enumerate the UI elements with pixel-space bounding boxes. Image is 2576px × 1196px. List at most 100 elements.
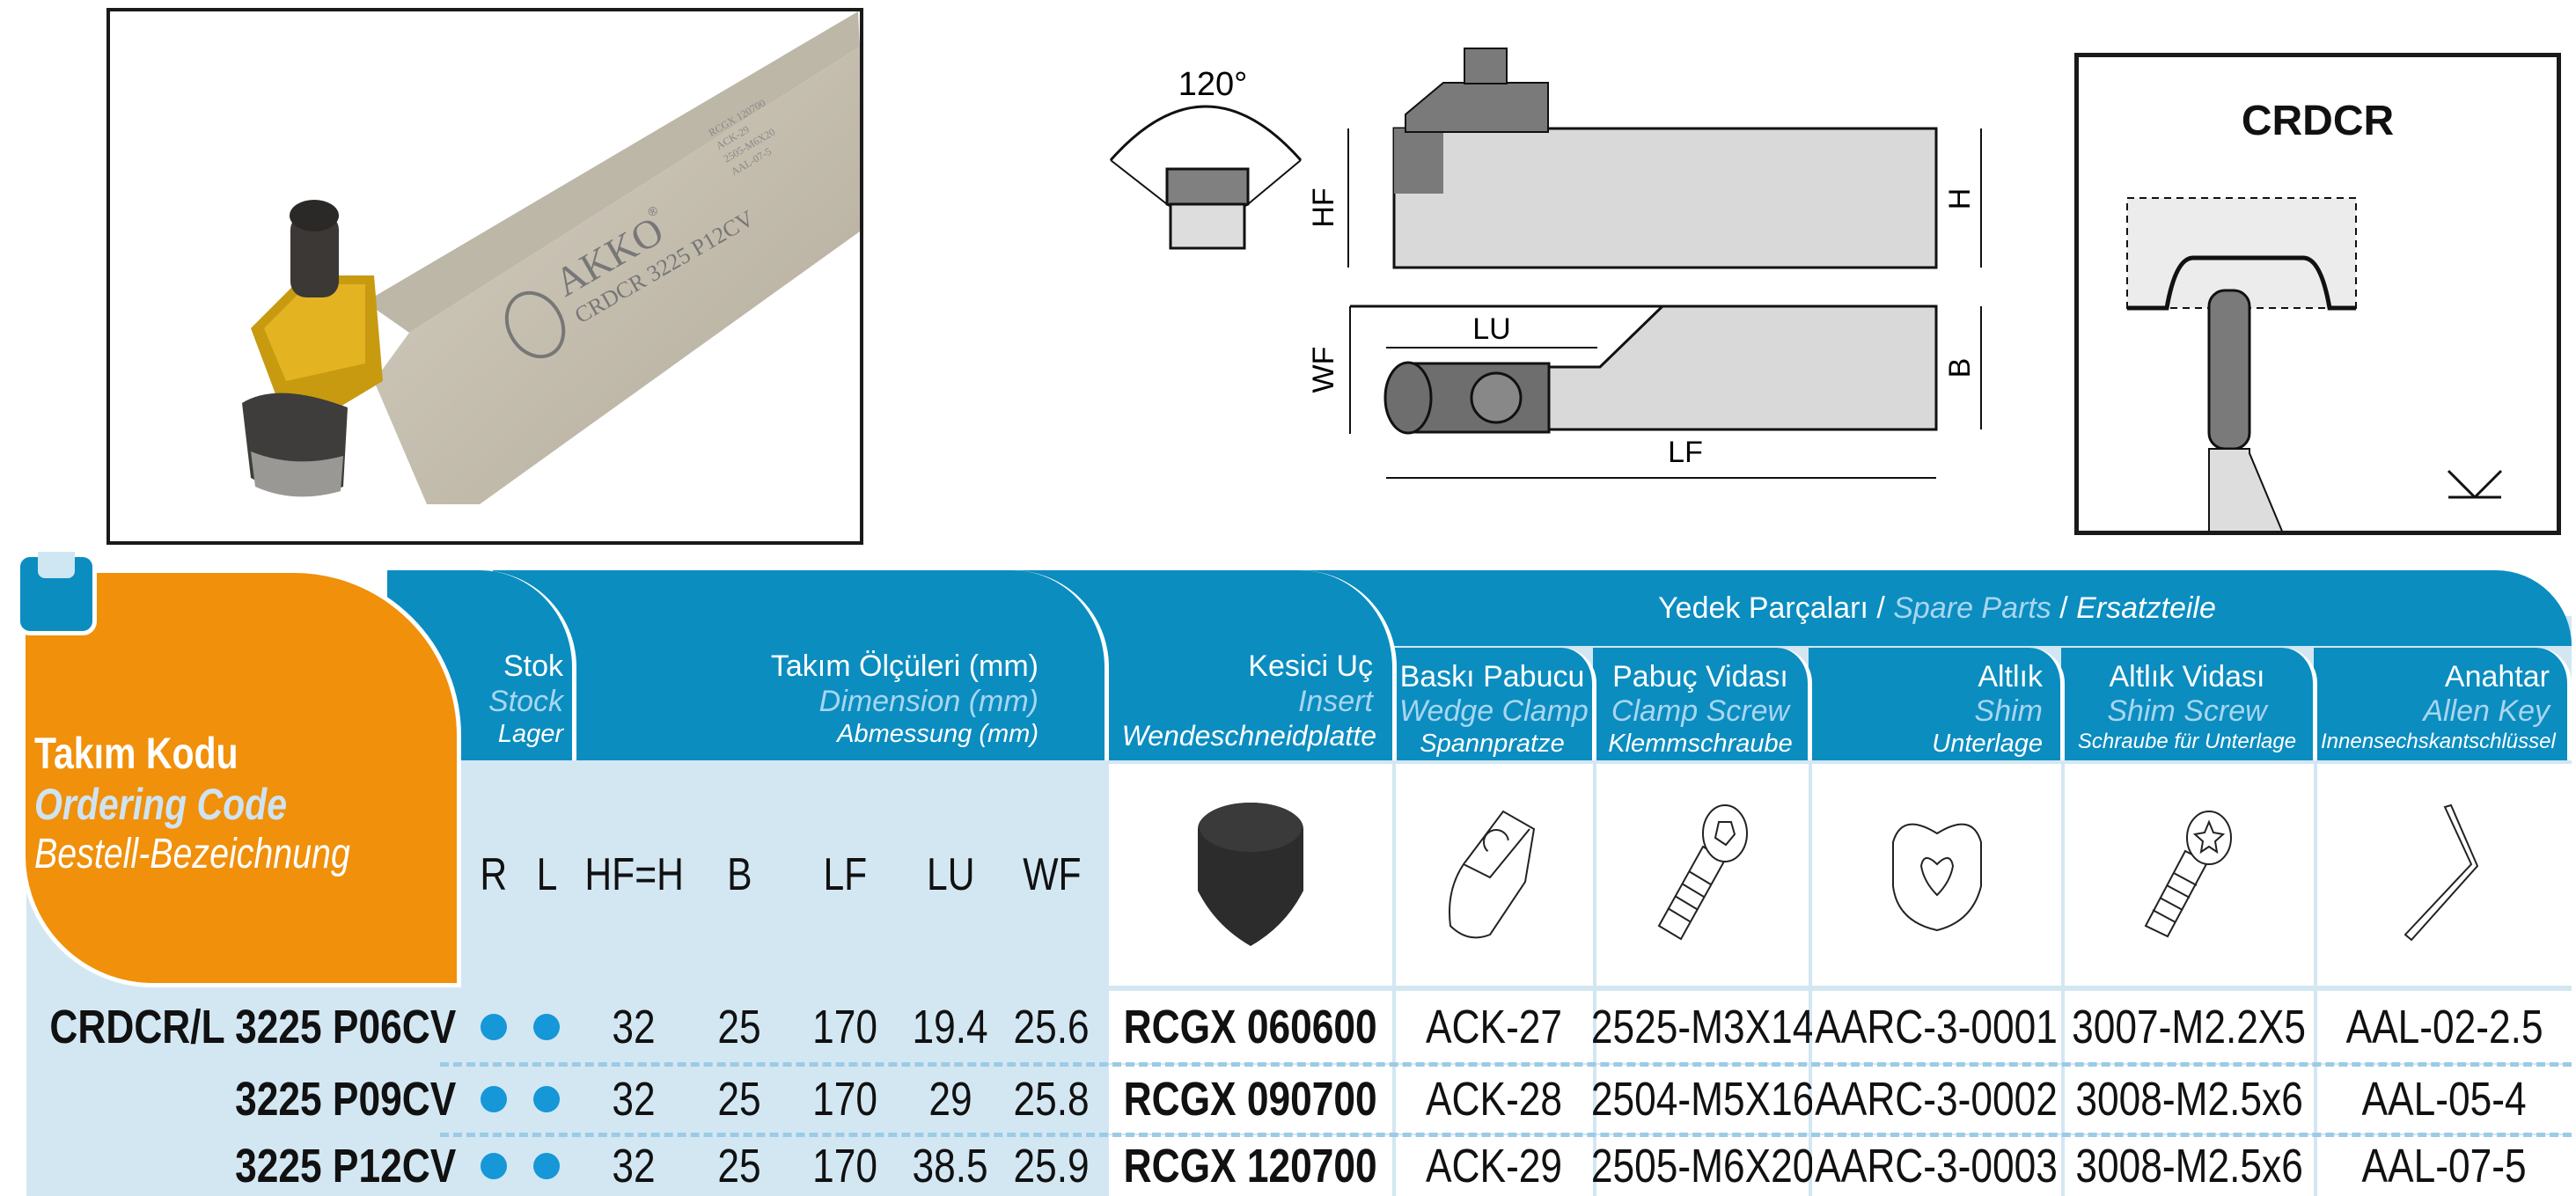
insert-value: RCGX 060600	[1109, 991, 1392, 1063]
header-de: Innensechskantschlüssel	[2321, 730, 2556, 753]
column-label: HF=H	[584, 849, 684, 900]
hf_h-text: 32	[612, 1073, 657, 1126]
wedge-text: ACK-29	[1426, 1139, 1563, 1192]
insert-value: RCGX 120700	[1109, 1135, 1392, 1196]
svg-text:LF: LF	[1668, 436, 1703, 469]
clamp_screw-value: 2505-M6X20	[1591, 1135, 1814, 1196]
wf-value: 25.8	[999, 1065, 1105, 1134]
spare-parts-header: Yedek Parçaları / Spare Parts / Ersatzte…	[1303, 570, 2572, 646]
shim_screw-text: 3008-M2.5x6	[2075, 1073, 2303, 1126]
header-tr: Altlık Vidası	[2109, 660, 2265, 693]
in-stock-dot	[481, 1014, 507, 1040]
column-label: LU	[926, 849, 975, 900]
shim_screw-value: 3008-M2.5x6	[2065, 1065, 2314, 1134]
type-title: CRDCR	[2241, 98, 2395, 144]
svg-text:WF: WF	[1307, 347, 1340, 393]
ordering-de: Bestell-Bezeichnung	[34, 831, 350, 877]
shim-icon	[1884, 811, 1990, 939]
shim-text: AARC-3-0001	[1815, 1001, 2059, 1053]
b-text: 25	[717, 1001, 762, 1053]
allen-value: AAL-05-4	[2317, 1065, 2572, 1134]
lu-text: 19.4	[912, 1001, 989, 1053]
b-text: 25	[717, 1073, 762, 1126]
insert-text: RCGX 060600	[1124, 1001, 1377, 1053]
shim-text: AARC-3-0002	[1815, 1073, 2059, 1126]
clamp_screw-value: 2525-M3X14	[1591, 991, 1814, 1063]
lu-value: 19.4	[906, 991, 995, 1063]
clamp_screw-text: 2525-M3X14	[1590, 1001, 1815, 1053]
b-text: 25	[717, 1139, 762, 1192]
row-separator	[440, 1062, 2572, 1067]
lu-text: 38.5	[912, 1139, 989, 1192]
shim_screw-value: 3008-M2.5x6	[2065, 1135, 2314, 1196]
shim-value: AARC-3-0003	[1812, 1135, 2061, 1196]
ordering-code: 3225 P12CV	[35, 1135, 456, 1196]
column-header-lf: LF	[788, 764, 902, 986]
in-stock-dot	[533, 1014, 560, 1040]
hf_h-text: 32	[612, 1139, 657, 1192]
wf-value: 25.6	[999, 991, 1105, 1063]
shim-value: AARC-3-0001	[1812, 991, 2061, 1063]
column-header-lu: LU	[906, 764, 995, 986]
wedge-image	[1396, 764, 1593, 986]
wedge-text: ACK-28	[1426, 1073, 1563, 1126]
hf_h-text: 32	[612, 1001, 657, 1053]
shim-image	[1812, 764, 2061, 986]
tool-holder-image: AKKO ® CRDCR 3225 P12CV RCGX 120700 ACK-…	[242, 11, 860, 504]
hf_h-value: 32	[576, 991, 692, 1063]
insert-text: RCGX 120700	[1124, 1139, 1377, 1192]
ordering-code: CRDCR/L 3225 P06CV	[35, 991, 456, 1063]
hf_h-value: 32	[576, 1065, 692, 1134]
column-header-r: R	[471, 764, 517, 986]
allen-value: AAL-02-2.5	[2317, 991, 2572, 1063]
column-label: WF	[1022, 849, 1082, 900]
column-label: R	[480, 849, 508, 900]
shim-value: AARC-3-0002	[1812, 1065, 2061, 1134]
ordering-en: Ordering Code	[34, 780, 288, 829]
column-header-wf: WF	[999, 764, 1105, 986]
side-view: HF H	[1307, 48, 1982, 269]
header-tr: Anahtar	[2444, 660, 2550, 693]
clamp_screw-icon	[1650, 803, 1756, 948]
wedge-value: ACK-28	[1396, 1065, 1593, 1134]
b-value: 25	[696, 1065, 783, 1134]
lu-value: 38.5	[906, 1135, 995, 1196]
column-header-l: L	[521, 764, 572, 986]
lu-text: 29	[928, 1073, 972, 1126]
shim_screw-text: 3008-M2.5x6	[2075, 1139, 2303, 1192]
wedge-text: ACK-27	[1426, 1001, 1563, 1053]
section-tab-icon	[16, 552, 97, 635]
clamp_screw-value: 2504-M5X16	[1591, 1065, 1814, 1134]
dimension-drawing: 120° HF H LU WF B LF	[1109, 48, 1982, 479]
stock-l-indicator	[521, 1065, 572, 1134]
insert-icon	[1189, 798, 1312, 952]
shim_screw-icon	[2137, 803, 2242, 948]
wedge-value: ACK-27	[1396, 991, 1593, 1063]
header-en: Shim Screw	[2107, 694, 2267, 728]
type-schematic	[2126, 197, 2503, 531]
wf-value: 25.9	[999, 1135, 1105, 1196]
ordering-code-text: CRDCR/L 3225 P06CV	[49, 1001, 456, 1053]
angle-diagram: 120°	[1109, 66, 1303, 250]
svg-text:LU: LU	[1472, 312, 1510, 346]
allen-image	[2317, 764, 2572, 986]
header-de: Schraube für Unterlage	[2077, 730, 2297, 753]
header-tr: Baskı Pabucu	[1399, 660, 1585, 693]
allen-icon	[2392, 803, 2498, 948]
lf-value: 170	[788, 1135, 902, 1196]
in-stock-dot	[533, 1152, 560, 1179]
stock-l-indicator	[521, 991, 572, 1063]
clamp_screw-text: 2504-M5X16	[1590, 1073, 1815, 1126]
insert-image	[1109, 764, 1392, 986]
in-stock-dot	[533, 1086, 560, 1112]
header-de: Klemmschraube	[1608, 730, 1793, 758]
shim_screw-image	[2065, 764, 2314, 986]
stock-r-indicator	[471, 991, 517, 1063]
